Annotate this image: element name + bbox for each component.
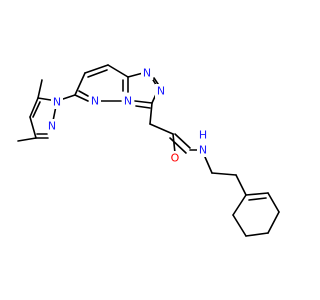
bond	[37, 79, 43, 99]
bond	[235, 174, 247, 196]
bond	[267, 192, 280, 213]
atom-n-triazole-2: N	[155, 84, 167, 98]
nitrogen-label: N	[48, 120, 56, 133]
bond	[87, 69, 108, 78]
bond	[134, 100, 153, 104]
bond	[17, 137, 37, 142]
bond	[74, 94, 89, 102]
bond	[169, 137, 187, 154]
bond	[245, 192, 269, 196]
bond	[232, 214, 247, 237]
bond	[32, 101, 41, 118]
bond	[84, 64, 109, 74]
bond	[107, 64, 129, 78]
nitrogen-label: N	[124, 95, 132, 108]
bond	[211, 172, 237, 176]
bond	[29, 116, 37, 139]
atom-n-pyrazole-1: N	[51, 95, 63, 109]
nitrogen-label: N	[53, 96, 61, 109]
nitrogen-label: N	[157, 85, 165, 98]
nitrogen-label: N	[91, 95, 99, 108]
atom-n-triazole-1: N	[141, 66, 153, 80]
bond	[174, 133, 191, 149]
bond	[29, 97, 39, 118]
bond	[149, 123, 174, 135]
bond-layer	[17, 64, 280, 237]
molecule-structure: N N N N N N O N	[17, 64, 280, 237]
atom-o-carbonyl: O	[169, 151, 181, 165]
atom-n-pyridazine: N	[89, 94, 101, 108]
atom-label-layer: N N N N N N O N	[46, 66, 209, 165]
bond	[127, 72, 144, 78]
bond	[204, 156, 213, 174]
nitrogen-label: N	[143, 67, 151, 80]
atom-n-bridge: N	[122, 94, 134, 108]
nitrogen-label: N	[199, 144, 207, 157]
bond	[74, 72, 86, 96]
oxygen-label: O	[171, 152, 180, 165]
hydrogen-label: H	[199, 129, 207, 142]
bond	[267, 211, 280, 234]
bond	[149, 102, 153, 125]
bond	[245, 232, 269, 237]
bond	[232, 194, 247, 216]
bond	[248, 197, 267, 201]
atom-n-amide: N	[197, 143, 209, 157]
bond	[172, 133, 176, 154]
bond	[78, 90, 89, 97]
atom-n-pyrazole-2: N	[46, 119, 58, 133]
atom-h-amide: H	[197, 128, 209, 142]
bond	[135, 105, 151, 109]
